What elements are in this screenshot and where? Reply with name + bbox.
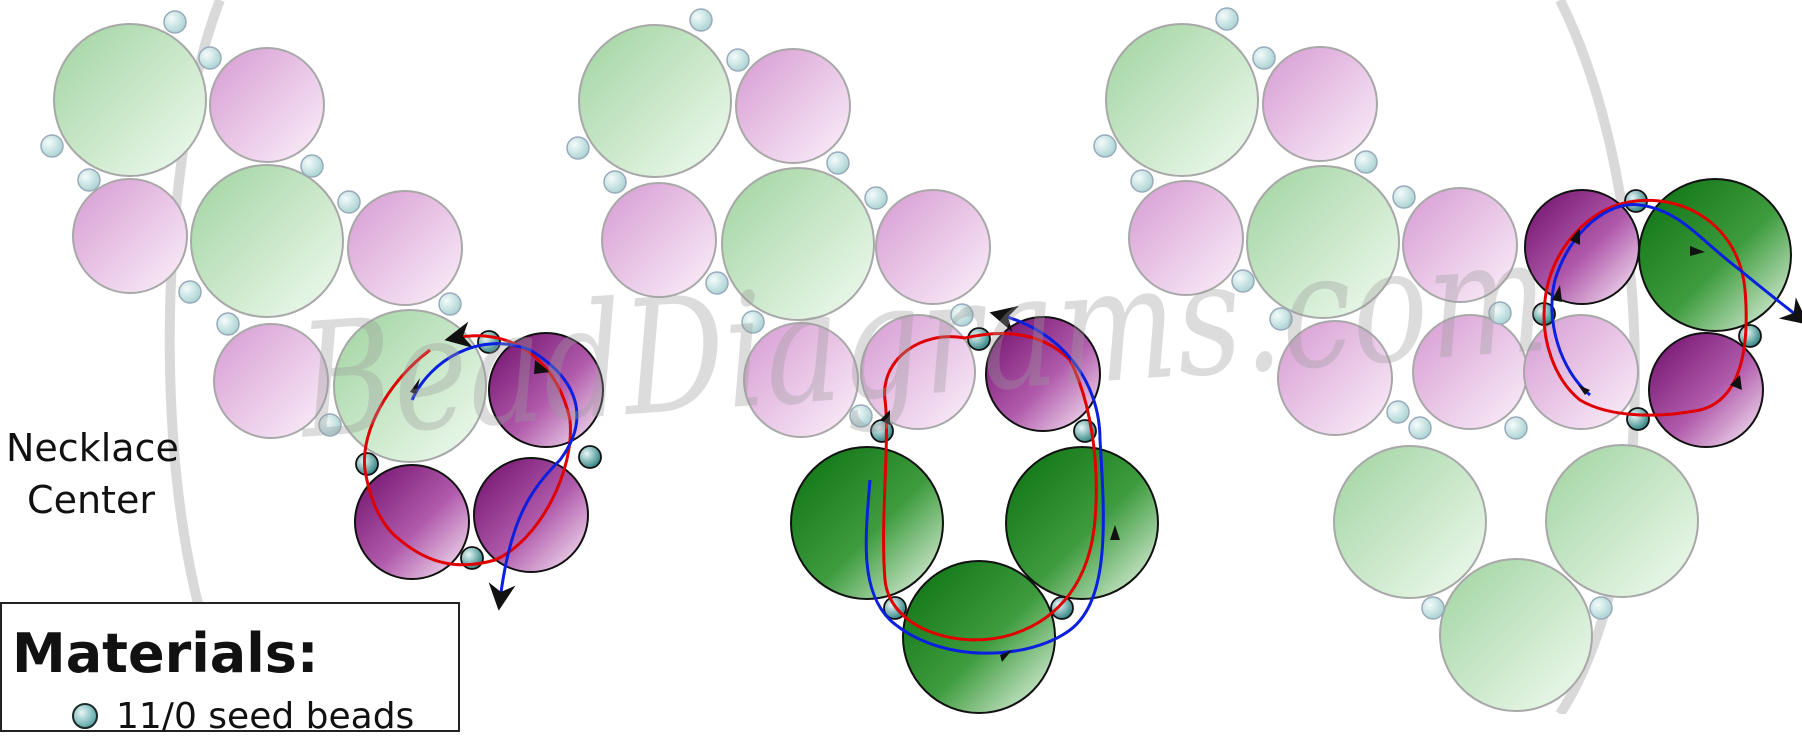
necklace-center-line2: Center	[6, 474, 176, 526]
materials-item-label: 11/0 seed beads	[116, 696, 414, 737]
faded-purple-bead	[210, 48, 324, 162]
materials-title: Materials:	[12, 622, 318, 685]
necklace-center-label: Necklace Center	[6, 422, 176, 526]
purple-bead	[474, 458, 588, 572]
necklace-center-line1: Necklace	[6, 422, 176, 474]
faded-green-bead	[54, 24, 206, 176]
materials-panel: Materials: 11/0 seed beads	[0, 602, 460, 732]
purple-bead	[1649, 333, 1763, 447]
materials-item: 11/0 seed beads	[72, 696, 414, 737]
faded-purple-bead	[73, 179, 187, 293]
purple-bead	[355, 465, 469, 579]
green-bead	[903, 561, 1055, 713]
seed-bead-icon	[72, 703, 98, 729]
